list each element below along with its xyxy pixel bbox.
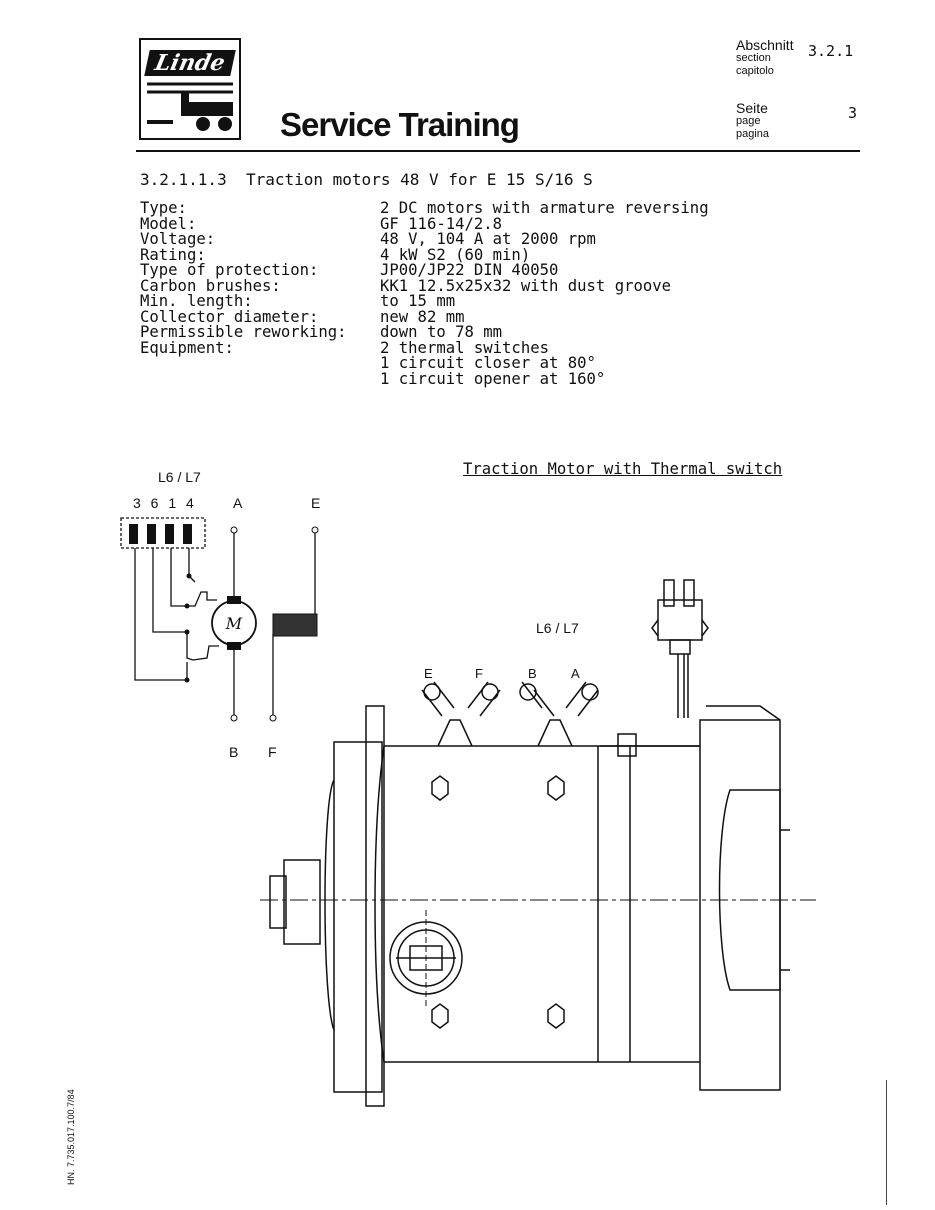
- spec-key: Collector diameter:: [140, 307, 319, 326]
- section-sub-en: section: [736, 52, 771, 64]
- spec-value: 4 kW S2 (60 min): [380, 245, 531, 264]
- spec-row: Min. length: to 15 mm: [140, 292, 709, 310]
- spec-row: 1 circuit closer at 80°: [140, 354, 709, 372]
- section-sub-it: capitolo: [736, 65, 774, 77]
- spec-list: Type: 2 DC motors with armature reversing…: [140, 199, 709, 388]
- header-divider: [136, 150, 860, 152]
- spec-key: Rating:: [140, 245, 206, 264]
- spec-value: GF 116-14/2.8: [380, 214, 503, 233]
- drawing-term-e: E: [424, 666, 433, 681]
- spec-key: Voltage:: [140, 230, 216, 248]
- spec-row: Voltage: 48 V, 104 A at 2000 rpm: [140, 230, 709, 248]
- spec-key: Model:: [140, 214, 197, 233]
- spec-value: new 82 mm: [380, 307, 465, 326]
- spec-row: Collector diameter: new 82 mm: [140, 307, 709, 326]
- spec-value: 1 circuit opener at 160°: [380, 369, 606, 388]
- page-sub-en: page: [736, 115, 761, 127]
- spec-key: [140, 372, 380, 388]
- drawing-term-b: B: [528, 666, 537, 681]
- page-value: 3: [848, 104, 858, 122]
- spec-value: 1 circuit closer at 80°: [380, 354, 596, 372]
- schematic-term-b: B: [229, 744, 239, 760]
- spec-key: Type:: [140, 199, 187, 217]
- page-title: Service Training: [280, 106, 520, 143]
- spec-value: JP00/JP22 DIN 40050: [380, 261, 559, 279]
- spec-row: Type of protection: JP00/JP22 DIN 40050: [140, 261, 709, 279]
- forklift-logo-icon: [147, 82, 233, 131]
- spec-value: KK1 12.5x25x32 with dust groove: [380, 276, 672, 295]
- spec-row: Equipment: 2 thermal switches: [140, 338, 709, 357]
- spec-row: Rating: 4 kW S2 (60 min): [140, 245, 709, 264]
- page-label: Seite: [736, 100, 768, 116]
- drawing-term-a: A: [571, 666, 580, 681]
- spec-key: Carbon brushes:: [140, 276, 281, 295]
- spec-value: 2 thermal switches: [380, 338, 549, 357]
- spec-key: Equipment:: [140, 338, 234, 357]
- document-code: HN. 7.735.017.100.7/84: [66, 1089, 76, 1185]
- schematic-pin-labels: 3 6 1 4: [133, 495, 197, 511]
- page-block: Seite page pagina: [736, 101, 769, 141]
- figure-caption: Traction Motor with Thermal switch: [463, 460, 783, 478]
- spec-key: Permissible reworking:: [140, 323, 347, 341]
- section-block: Abschnitt section capitolo: [736, 38, 794, 78]
- spec-key: Min. length:: [140, 292, 253, 310]
- spec-row: Permissible reworking: down to 78 mm: [140, 323, 709, 341]
- spec-row: 1 circuit opener at 160°: [140, 369, 709, 388]
- spec-value: to 15 mm: [380, 292, 456, 310]
- thermal-switch-schematic: M: [120, 517, 319, 722]
- traction-motor-drawing: [260, 579, 816, 1107]
- spec-value: 48 V, 104 A at 2000 rpm: [380, 230, 596, 248]
- drawing-term-f: F: [475, 666, 483, 681]
- spec-key: [140, 356, 380, 372]
- motor-symbol: M: [225, 614, 243, 633]
- spec-value: down to 78 mm: [380, 323, 503, 341]
- section-value: 3.2.1: [808, 42, 854, 60]
- spec-row: Type: 2 DC motors with armature reversing: [140, 199, 709, 217]
- page-sub-it: pagina: [736, 128, 770, 140]
- schematic-term-a: A: [233, 495, 243, 511]
- section-label: Abschnitt: [736, 37, 794, 53]
- spec-row: Model: GF 116-14/2.8: [140, 214, 709, 233]
- schematic-connector-label: L6 / L7: [158, 469, 201, 485]
- drawing-connector-label: L6 / L7: [536, 620, 579, 636]
- spec-key: Type of protection:: [140, 261, 319, 279]
- spec-row: Carbon brushes: KK1 12.5x25x32 with dust …: [140, 276, 709, 295]
- spec-value: 2 DC motors with armature reversing: [380, 199, 709, 217]
- schematic-term-e: E: [311, 495, 321, 511]
- section-heading: 3.2.1.1.3 Traction motors 48 V for E 15 …: [140, 170, 593, 189]
- schematic-term-f: F: [268, 744, 277, 760]
- linde-logo: Linde: [139, 38, 241, 140]
- page-edge-mark: [886, 1080, 887, 1205]
